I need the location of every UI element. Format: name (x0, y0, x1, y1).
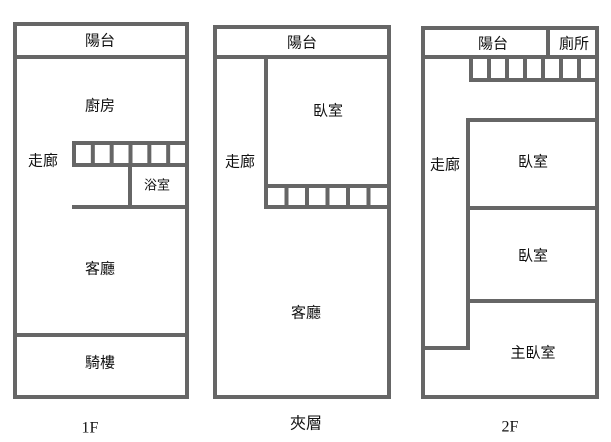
room-corridor: 走廊 (225, 153, 255, 171)
room-kitchen: 廚房 (85, 97, 115, 115)
room-living: 客廳 (85, 260, 115, 278)
room-bedroom: 臥室 (313, 102, 343, 120)
floor-caption: 2F (502, 419, 519, 436)
floor-2f: 陽台 廁所 走廊 臥室 臥室 主臥室 2F (430, 35, 589, 436)
room-balcony: 陽台 (85, 32, 115, 50)
room-bedroom: 臥室 (518, 153, 548, 171)
room-bedroom: 臥室 (518, 247, 548, 265)
room-corridor: 走廊 (430, 156, 460, 174)
floor-1f: 陽台 廚房 走廊 浴室 客廳 騎樓 1F (28, 32, 170, 437)
room-balcony: 陽台 (478, 35, 508, 53)
room-corridor: 走廊 (28, 152, 58, 170)
room-master-bedroom: 主臥室 (510, 344, 555, 362)
room-balcony: 陽台 (287, 34, 317, 52)
room-arcade: 騎樓 (85, 354, 115, 372)
floor-caption: 夾層 (290, 415, 322, 433)
floor-mezzanine: 陽台 臥室 走廊 客廳 夾層 (225, 34, 343, 433)
floor-caption: 1F (82, 420, 99, 437)
room-toilet: 廁所 (559, 35, 589, 53)
room-living: 客廳 (291, 304, 321, 322)
room-bath: 浴室 (144, 178, 170, 194)
